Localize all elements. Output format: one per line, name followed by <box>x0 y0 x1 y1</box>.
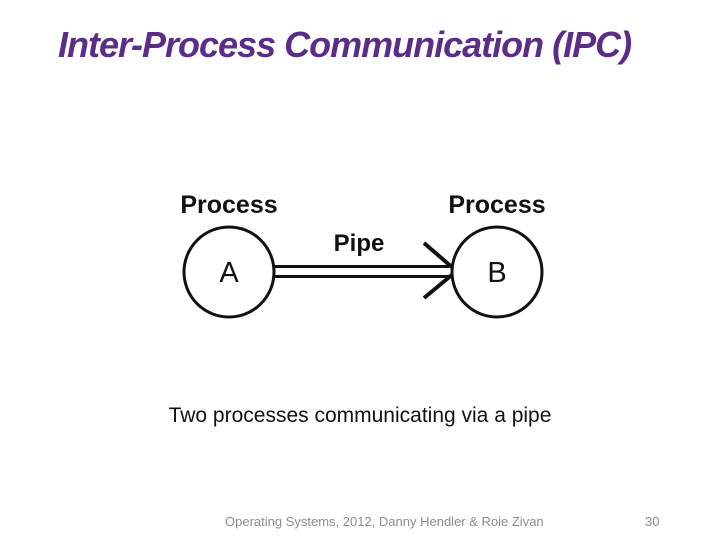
process-a-label: A <box>219 257 239 289</box>
ipc-pipe-diagram-svg: Process Process Pipe A B <box>180 191 546 319</box>
pipe-label: Pipe <box>334 230 385 257</box>
slide-caption: Two processes communicating via a pipe <box>168 404 552 427</box>
arrowhead-upper-stroke <box>422 241 455 270</box>
slide-title: Inter-Process Communication (IPC) <box>58 24 632 65</box>
process-a-title: Process <box>180 191 277 219</box>
page-number: 30 <box>645 514 660 529</box>
arrowhead-lower-stroke <box>422 272 455 300</box>
process-b-label: B <box>487 257 506 289</box>
process-b-circle <box>450 225 544 319</box>
footer-credit: Operating Systems, 2012, Danny Hendler &… <box>225 514 544 529</box>
process-b-title: Process <box>448 191 545 219</box>
process-a-circle <box>182 225 276 319</box>
ipc-pipe-diagram: Process Process Pipe A B <box>160 180 570 330</box>
